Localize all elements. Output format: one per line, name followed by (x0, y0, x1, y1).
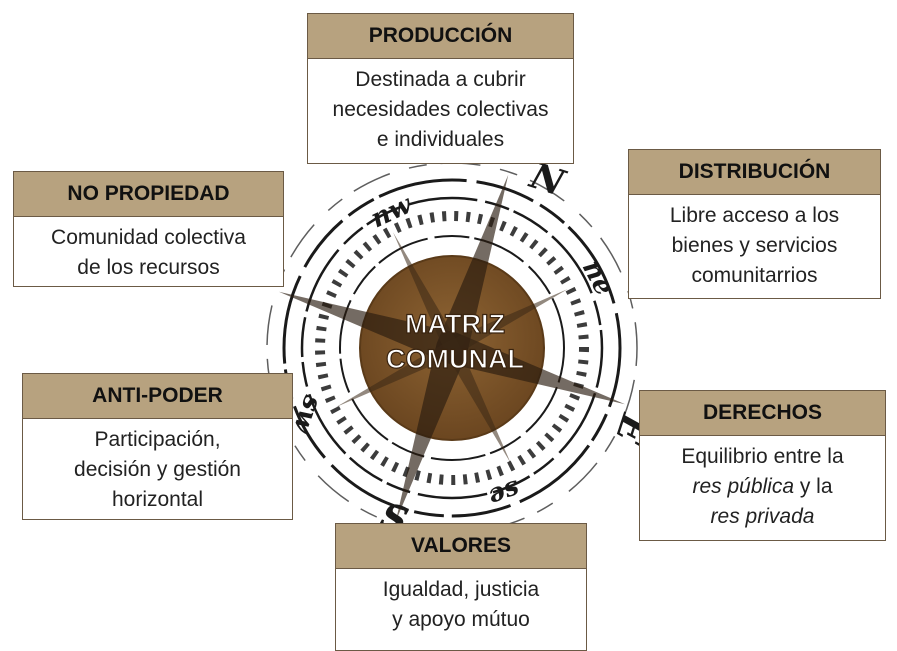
box-no-propiedad-line: Comunidad colectiva (51, 226, 246, 249)
box-distribucion-line: bienes y servicios (671, 234, 838, 257)
box-no-propiedad-line: de los recursos (77, 256, 220, 279)
box-produccion-line: e individuales (376, 128, 505, 151)
box-valores-line: y apoyo mútuo (392, 608, 530, 631)
res-privada-text: res privada (710, 505, 815, 528)
box-distribucion-line: Libre acceso a los (669, 204, 840, 227)
res-publica-text: res pública (692, 475, 795, 498)
box-produccion-line: Destinada a cubrir (355, 68, 526, 91)
box-produccion-line: necesidades colectivas (332, 98, 549, 121)
box-valores-line: Igualdad, justicia (382, 578, 540, 601)
box-no-propiedad: NO PROPIEDAD Comunidad colectiva de los … (13, 171, 284, 287)
box-anti-poder-line: decisión y gestión (74, 458, 241, 481)
box-produccion-title: PRODUCCIÓN (308, 14, 573, 59)
box-valores: VALORES Igualdad, justicia y apoyo mútuo (335, 523, 587, 651)
box-distribucion-body: Libre acceso a los bienes y servicios co… (629, 195, 880, 291)
box-anti-poder-body: Participación, decisión y gestión horizo… (23, 419, 292, 515)
box-distribucion-line: comunitarrios (691, 264, 818, 287)
center-title-line2: COMUNAL (386, 344, 524, 374)
center-title: MATRIZ COMUNAL (385, 308, 524, 374)
box-anti-poder-line: horizontal (111, 488, 204, 511)
compass-needles (278, 174, 626, 522)
box-valores-title: VALORES (336, 524, 586, 569)
box-distribucion-title: DISTRIBUCIÓN (629, 150, 880, 195)
center-title-line1: MATRIZ (405, 309, 505, 339)
box-produccion: PRODUCCIÓN Destinada a cubrir necesidade… (307, 13, 574, 164)
box-derechos-line: res privada (648, 502, 877, 532)
box-derechos-line: res pública y la (648, 472, 877, 502)
box-no-propiedad-body: Comunidad colectiva de los recursos (14, 217, 283, 283)
box-derechos-body: Equilibrio entre la res pública y la res… (640, 436, 885, 532)
box-valores-body: Igualdad, justicia y apoyo mútuo (336, 569, 586, 635)
box-no-propiedad-title: NO PROPIEDAD (14, 172, 283, 217)
box-anti-poder: ANTI-PODER Participación, decisión y ges… (22, 373, 293, 520)
box-anti-poder-line: Participación, (94, 428, 221, 451)
box-distribucion: DISTRIBUCIÓN Libre acceso a los bienes y… (628, 149, 881, 299)
box-derechos-line-rest: y la (794, 475, 833, 498)
box-derechos-line: Equilibrio entre la (681, 445, 844, 468)
box-produccion-body: Destinada a cubrir necesidades colectiva… (308, 59, 573, 155)
box-derechos-title: DERECHOS (640, 391, 885, 436)
box-derechos: DERECHOS Equilibrio entre la res pública… (639, 390, 886, 541)
box-anti-poder-title: ANTI-PODER (23, 374, 292, 419)
